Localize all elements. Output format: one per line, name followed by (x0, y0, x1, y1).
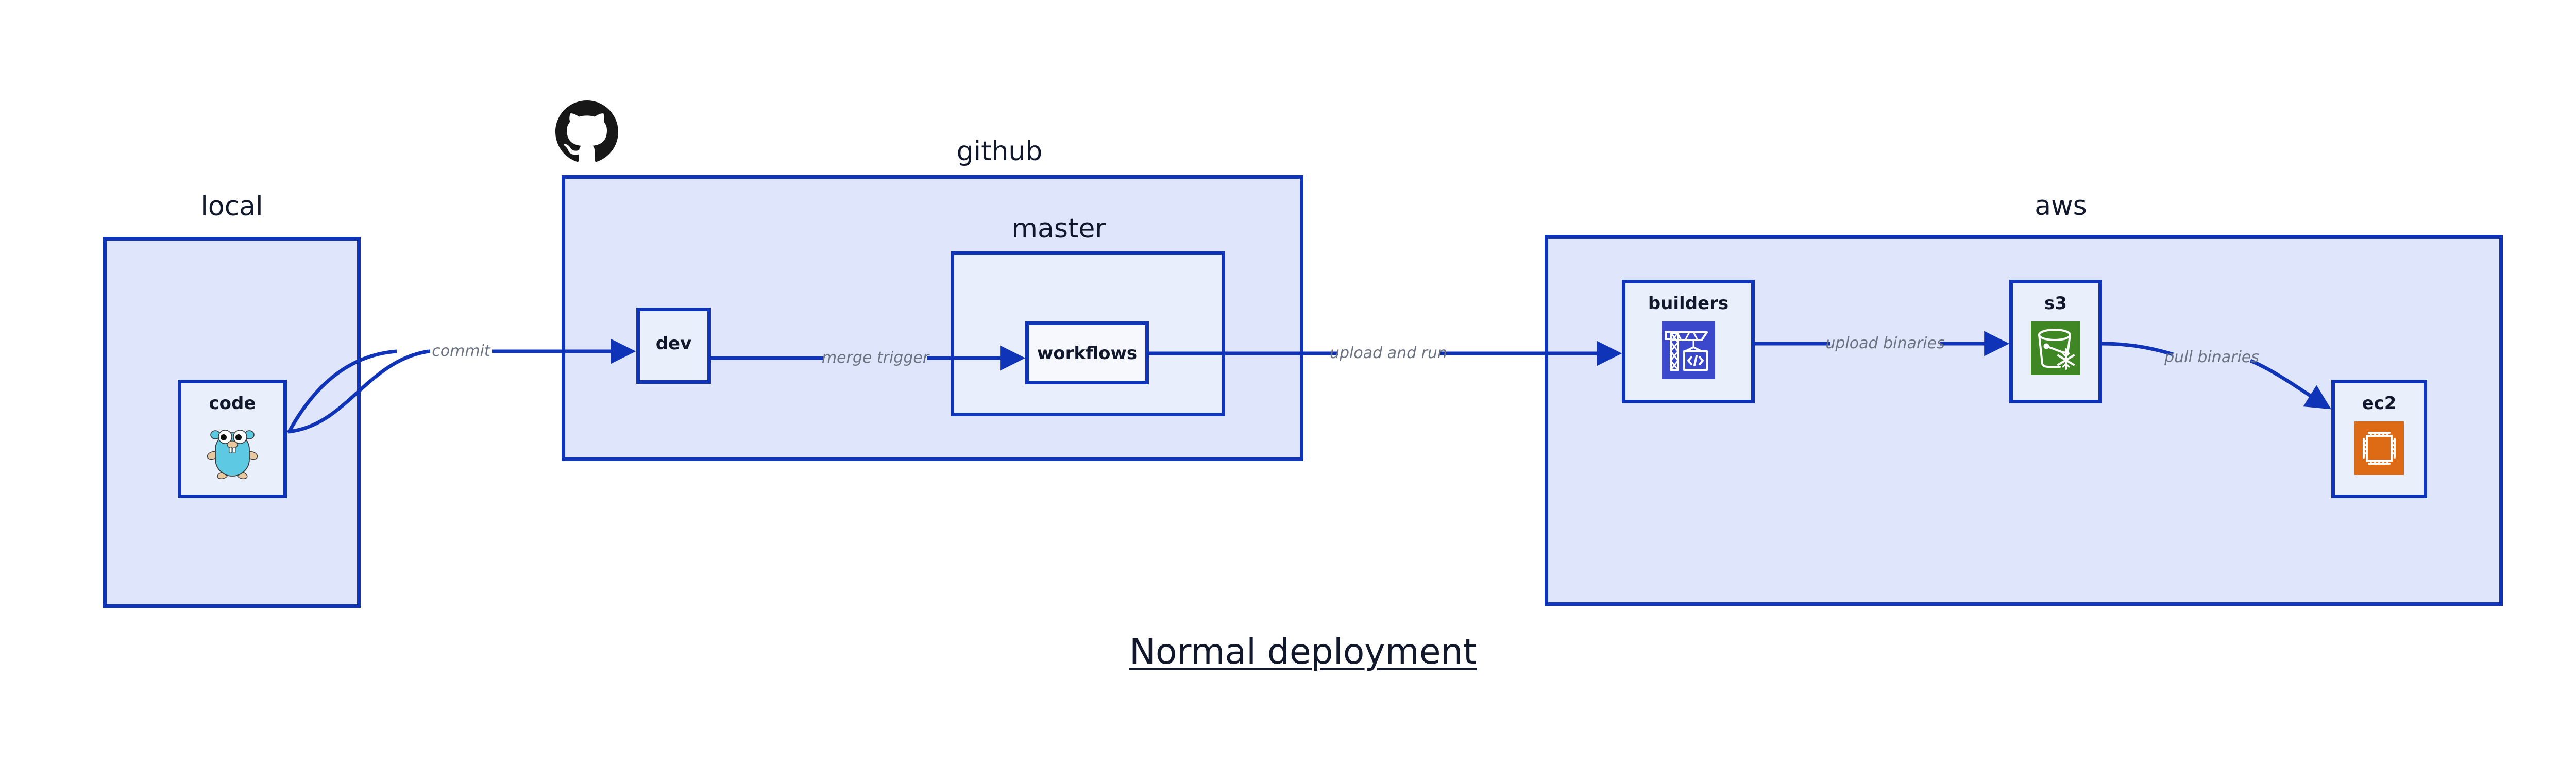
github-octocat-logo (555, 100, 618, 163)
group-label-local: local (200, 191, 263, 222)
node-label-dev: dev (655, 333, 692, 354)
node-s3[interactable]: s3 (2009, 280, 2102, 403)
group-label-github: github (956, 136, 1043, 167)
aws-s3-glacier-icon (2031, 321, 2080, 375)
node-label-s3: s3 (2044, 293, 2067, 314)
node-ec2[interactable]: ec2 (2331, 380, 2427, 498)
diagram-title: Normal deployment (1129, 632, 1477, 672)
edge-label-commit: commit (432, 342, 490, 360)
edge-label-merge-trigger: merge trigger (821, 349, 929, 367)
node-label-workflows: workflows (1037, 343, 1138, 364)
aws-codebuild-icon (1662, 321, 1715, 379)
node-code[interactable]: code (178, 380, 287, 498)
node-workflows[interactable]: workflows (1025, 321, 1149, 384)
node-dev[interactable]: dev (636, 308, 711, 384)
group-label-aws: aws (2035, 191, 2087, 222)
node-label-builders: builders (1648, 293, 1729, 314)
node-label-ec2: ec2 (2362, 393, 2397, 414)
node-label-code: code (209, 393, 256, 414)
edge-label-upload-and-run: upload and run (1329, 344, 1448, 362)
edge-label-pull-binaries: pull binaries (2164, 348, 2259, 366)
aws-ec2-icon (2354, 421, 2404, 475)
group-label-master: master (1011, 213, 1106, 244)
edge-label-upload-binaries: upload binaries (1825, 334, 1945, 352)
node-builders[interactable]: builders (1622, 280, 1755, 403)
go-gopher-icon (206, 421, 259, 480)
